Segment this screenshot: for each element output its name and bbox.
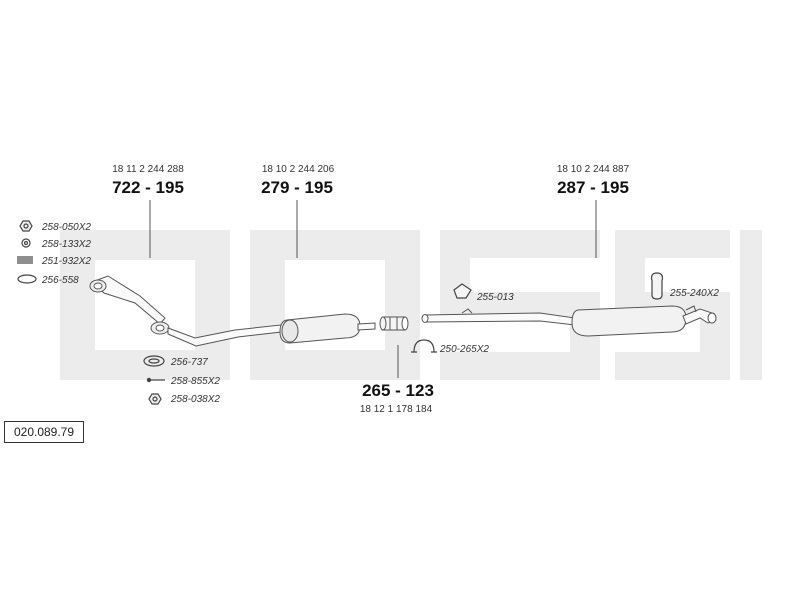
- bolt-head-icon: [146, 377, 152, 383]
- accessory-code: 258-050X2: [41, 222, 91, 233]
- oe-number-rear-silencer: 18 10 2 244 887: [557, 164, 630, 175]
- oe-number-connector: 18 12 1 178 184: [360, 404, 433, 415]
- oe-number-front-pipe: 18 11 2 244 288: [112, 164, 184, 175]
- accessory-code: 258-855X2: [170, 376, 220, 387]
- accessory-icons-right: [411, 272, 664, 353]
- accessory-icons-left: [17, 220, 37, 284]
- hex-nut-hole-icon: [23, 223, 29, 229]
- connector-drawing: [379, 316, 409, 331]
- spring-icon: [17, 256, 33, 264]
- gasket-ring-icon: [17, 274, 37, 284]
- part-labels: 18 11 2 244 288 722 - 195 18 10 2 244 20…: [112, 164, 630, 415]
- accessory-code: 258-133X2: [41, 239, 91, 250]
- accessory-code: 255-240X2: [669, 288, 719, 299]
- watermark: [60, 230, 762, 380]
- accessory-icons-mid: [143, 355, 165, 405]
- oe-number-center-silencer: 18 10 2 244 206: [262, 164, 335, 175]
- gasket-ring-icon: [143, 355, 165, 367]
- rear-silencer-drawing: [421, 305, 717, 337]
- washer-icon: [21, 238, 31, 248]
- diagram-reference-number: 020.089.79: [4, 421, 84, 443]
- accessory-code: 255-013: [476, 292, 514, 303]
- front-pipe-drawing: [89, 275, 166, 325]
- part-number-rear-silencer: 287 - 195: [557, 178, 629, 197]
- accessory-code: 258-038X2: [170, 394, 220, 405]
- accessory-code: 251-932X2: [41, 256, 91, 267]
- accessory-code: 250-265X2: [439, 344, 489, 355]
- hex-nut-icon: [19, 220, 33, 232]
- gasket-ring-inner-icon: [148, 358, 160, 364]
- washer-hole-icon: [23, 240, 29, 246]
- accessory-code: 256-737: [170, 357, 208, 368]
- part-number-front-pipe: 722 - 195: [112, 178, 184, 197]
- part-number-center-silencer: 279 - 195: [261, 178, 333, 197]
- center-silencer-drawing: [150, 313, 376, 347]
- accessory-code: 256-558: [41, 275, 79, 286]
- rubber-hanger-icon: [453, 283, 472, 299]
- part-number-connector: 265 - 123: [362, 381, 434, 400]
- leader-lines: [149, 200, 597, 378]
- rubber-mount-icon: [650, 272, 664, 300]
- accessory-labels: 258-050X2 258-133X2 251-932X2 256-558 25…: [41, 222, 719, 405]
- nut-icon: [148, 393, 162, 405]
- clamp-icon: [411, 339, 437, 353]
- nut-hole-icon: [152, 396, 158, 402]
